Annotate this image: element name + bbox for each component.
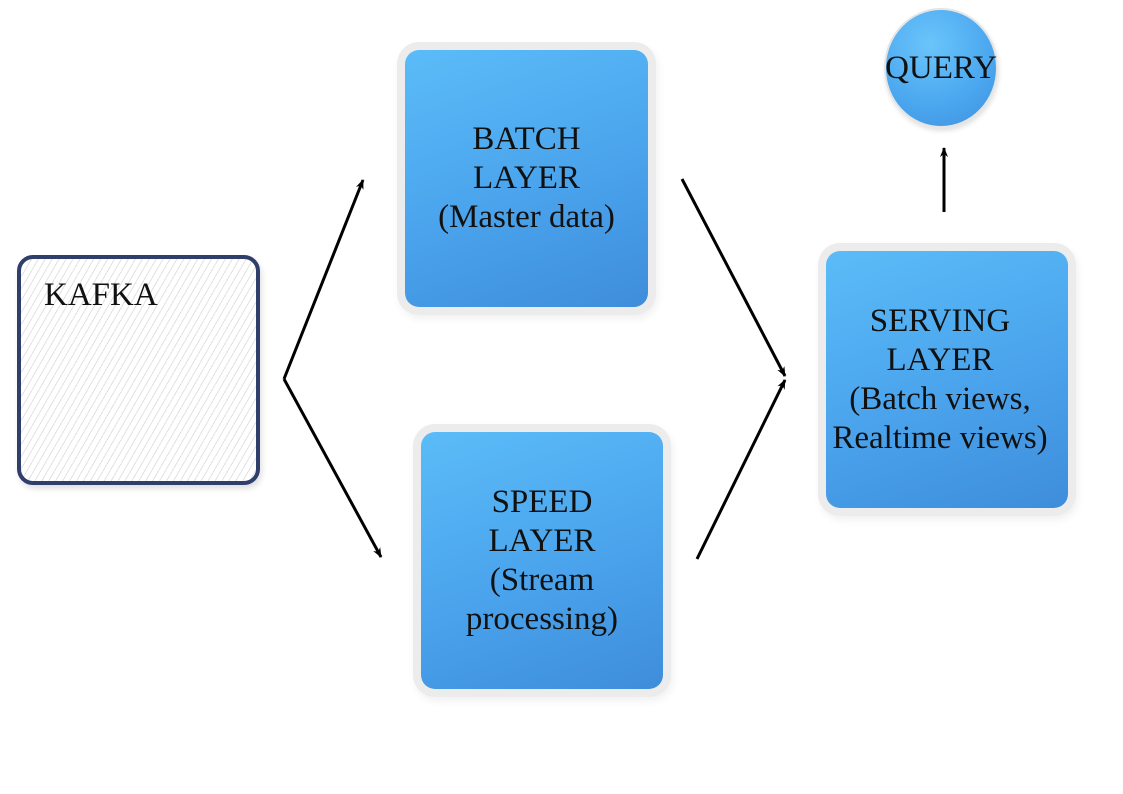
edge-batch-layer-to-serving-layer	[680, 178, 787, 377]
kafka-node: KAFKA	[17, 255, 260, 485]
batch-layer-node: BATCH LAYER (Master data)	[405, 50, 648, 307]
batch-layer-title: BATCH	[472, 121, 581, 157]
edge-speed-layer-to-serving-layer	[695, 379, 787, 560]
speed-layer-text: SPEED LAYER (Stream processing)	[466, 483, 618, 639]
serving-layer-node: SERVING LAYER (Batch views, Realtime vie…	[826, 251, 1068, 508]
serving-layer-subtitle: LAYER	[886, 341, 994, 378]
serving-layer-text: SERVING LAYER (Batch views, Realtime vie…	[832, 302, 1047, 458]
speed-layer-node: SPEED LAYER (Stream processing)	[421, 432, 663, 689]
speed-layer-description-line2: processing)	[465, 600, 619, 637]
query-node: QUERY	[884, 8, 998, 128]
batch-layer-text: BATCH LAYER (Master data)	[438, 120, 615, 237]
serving-layer-description-line1: (Batch views,	[849, 380, 1031, 417]
edge-kafka-to-speed-layer	[282, 378, 383, 558]
batch-layer-subtitle: LAYER	[473, 160, 580, 196]
serving-layer-description-line2: Realtime views)	[832, 419, 1048, 456]
batch-layer-description: (Master data)	[438, 199, 615, 235]
kafka-label: KAFKA	[44, 277, 158, 313]
serving-layer-title: SERVING	[869, 302, 1011, 339]
speed-layer-title: SPEED	[491, 483, 593, 520]
query-label: QUERY	[885, 49, 997, 86]
speed-layer-description-line1: (Stream	[489, 561, 595, 598]
speed-layer-subtitle: LAYER	[488, 522, 596, 559]
edge-kafka-to-batch-layer	[282, 179, 365, 380]
